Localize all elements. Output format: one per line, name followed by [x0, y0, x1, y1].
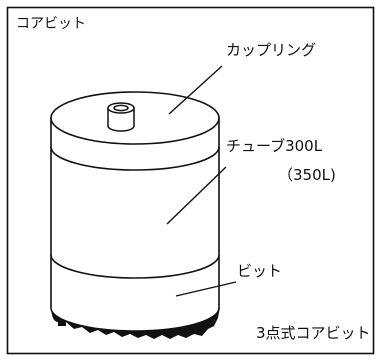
label-bit: ビット: [237, 262, 283, 280]
bit-band-line: [50, 254, 220, 279]
coupling-band-line: [50, 146, 220, 171]
leader-lines: [166, 65, 237, 297]
border-frame: [6, 6, 375, 355]
core-bit-body: [50, 117, 220, 332]
leader-coupling: [168, 65, 223, 115]
coupling-nipple: [107, 102, 135, 132]
leader-tube: [166, 166, 227, 225]
label-coupling: カップリング: [226, 41, 317, 59]
caption: 3点式コアビット: [256, 324, 371, 342]
top-face: [50, 91, 220, 145]
label-tube: チューブ300L: [226, 137, 323, 155]
leader-bit: [175, 281, 237, 297]
label-tube-alt: （350L): [278, 166, 336, 184]
diagram-title: コアビット: [16, 16, 86, 32]
